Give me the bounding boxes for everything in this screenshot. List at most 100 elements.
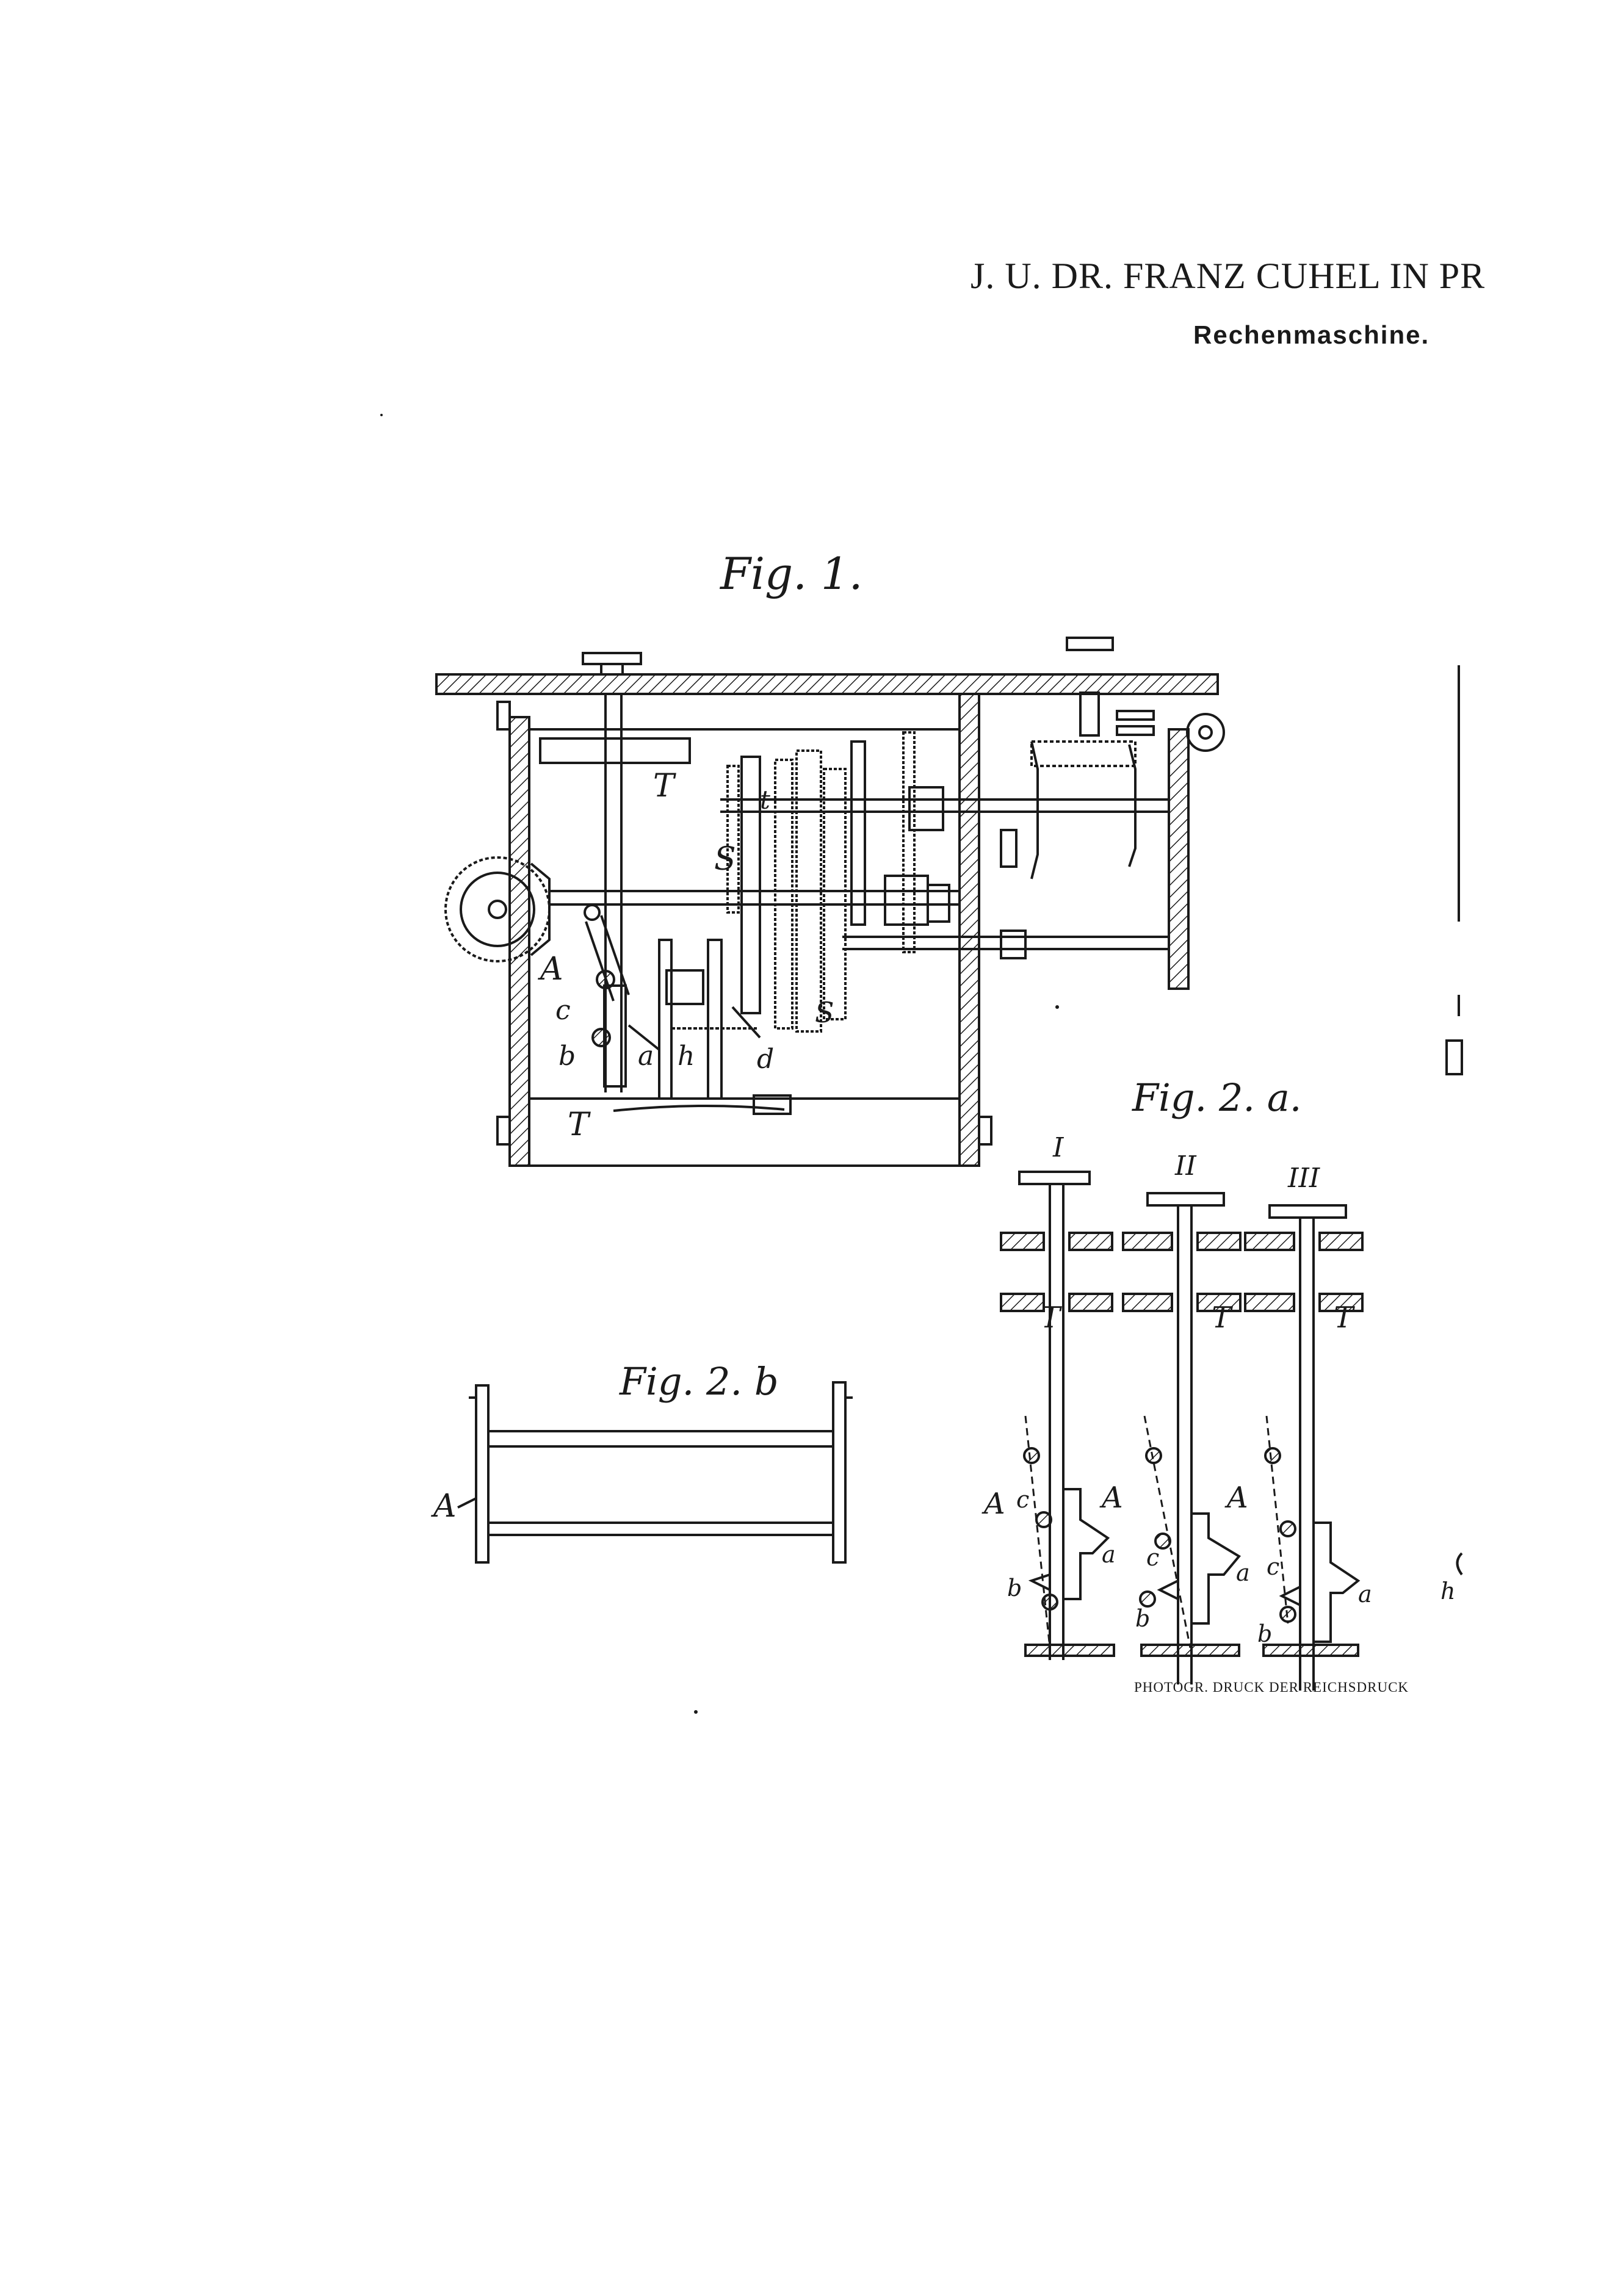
label-h: h	[678, 1041, 695, 1072]
label-a: a	[1358, 1581, 1372, 1608]
pivot	[584, 904, 601, 921]
plate	[1122, 1293, 1173, 1312]
fig2a-column-1: I T A c a b	[981, 1132, 1116, 1660]
fig2a-caption: Fig. 2. a.	[1132, 1075, 1302, 1120]
plate	[1244, 1232, 1295, 1251]
plate	[1000, 1232, 1045, 1251]
label-T-bottom: T	[568, 1106, 591, 1143]
pin	[1023, 1447, 1040, 1464]
inventor-line: J. U. DR. FRANZ CUHEL IN PR	[971, 256, 1486, 296]
plate	[1318, 1232, 1364, 1251]
pin	[1145, 1447, 1162, 1464]
crown-gear-right	[1128, 744, 1137, 867]
plate	[1196, 1232, 1242, 1251]
plate	[1000, 1293, 1045, 1312]
pinion-stack	[726, 765, 740, 914]
end-plate-left	[475, 1384, 490, 1564]
left-frame-wall	[508, 716, 530, 1167]
label-A: A	[1099, 1481, 1123, 1515]
edge-fragment	[1456, 1552, 1463, 1576]
lever-A	[585, 921, 615, 1002]
pin	[1264, 1447, 1281, 1464]
label-A: A	[981, 1487, 1005, 1521]
printer-credit: PHOTOGR. DRUCK DER REICHSDRUCK	[1134, 1680, 1409, 1695]
plate	[1068, 1232, 1113, 1251]
label-S1: S	[815, 996, 834, 1029]
gear-wheel-right	[902, 731, 916, 953]
pawl-a	[627, 1024, 660, 1051]
bottom-plate	[1024, 1644, 1115, 1657]
top-screw	[1079, 691, 1100, 737]
figure-2b: Fig. 2. b A	[431, 1359, 853, 1564]
gear-wheel	[823, 768, 847, 1020]
bracket	[496, 1116, 511, 1146]
label-S: S	[714, 841, 736, 878]
label-c: c	[1016, 1486, 1029, 1513]
fig2a-column-2: II T A c a b	[1099, 1150, 1250, 1684]
tooth	[1157, 1579, 1179, 1600]
pin	[1139, 1590, 1156, 1608]
plate	[1122, 1232, 1173, 1251]
pin	[1279, 1520, 1296, 1537]
label-A: A	[538, 951, 563, 987]
label-a: a	[1102, 1541, 1116, 1568]
fig1-caption: Fig. 1.	[719, 548, 863, 599]
cam	[927, 884, 950, 923]
label-c: c	[1146, 1544, 1159, 1571]
figure-1: Fig. 1.	[435, 548, 1463, 1167]
middle-frame-wall	[958, 693, 980, 1167]
tooth	[1279, 1586, 1301, 1606]
lever-A	[600, 915, 630, 995]
sector-plate	[740, 756, 761, 1014]
label-A: A	[431, 1488, 457, 1525]
upright	[707, 939, 723, 1100]
key-knob-neck	[600, 663, 624, 676]
edge-fragment	[1445, 1039, 1463, 1075]
bracket	[978, 1116, 992, 1146]
label-T-top: T	[653, 768, 676, 804]
crown-gear-left	[1030, 741, 1039, 879]
label-b: b	[1007, 1575, 1022, 1601]
latch-block	[665, 969, 704, 1005]
slide-cam	[1062, 1488, 1110, 1600]
spring-clamp	[753, 1094, 792, 1115]
label-c: c	[1267, 1553, 1279, 1580]
motion-line	[1143, 1415, 1191, 1648]
bevel-gear-hub	[460, 872, 535, 947]
pin-b	[591, 1028, 611, 1047]
label-T: T	[1212, 1301, 1233, 1335]
label-T: T	[1041, 1301, 1062, 1335]
side-roller-center	[1198, 725, 1213, 740]
top-knob	[1066, 637, 1114, 651]
leaf-spring	[613, 1104, 785, 1112]
side-roller	[1186, 713, 1225, 752]
hub	[908, 786, 944, 831]
slide-block	[603, 984, 627, 1088]
pin	[1279, 1606, 1296, 1623]
plate	[1068, 1293, 1113, 1312]
lock-block	[1000, 829, 1018, 868]
plate	[1244, 1293, 1295, 1312]
bevel-gear-center	[488, 900, 507, 919]
patent-title: Rechenmaschine.	[1193, 320, 1430, 349]
speck	[694, 1710, 698, 1714]
slide-cam	[1190, 1512, 1242, 1625]
pawl-d	[731, 1006, 761, 1039]
tooth	[1028, 1573, 1050, 1591]
motion-line	[1024, 1415, 1051, 1648]
fig2b-caption: Fig. 2. b	[619, 1359, 779, 1404]
plate	[1318, 1293, 1364, 1312]
speck	[380, 414, 383, 416]
end-plate-right	[832, 1381, 847, 1564]
label-T: T	[1334, 1301, 1355, 1335]
label-d1: d	[757, 1044, 774, 1075]
column-number: II	[1174, 1150, 1197, 1182]
hub	[884, 875, 929, 926]
bottom-plate	[1262, 1644, 1359, 1657]
column-number: III	[1287, 1163, 1321, 1194]
catch	[1116, 710, 1155, 721]
plate	[1196, 1293, 1242, 1312]
key-knob	[1146, 1192, 1225, 1207]
leader-line	[457, 1497, 477, 1509]
